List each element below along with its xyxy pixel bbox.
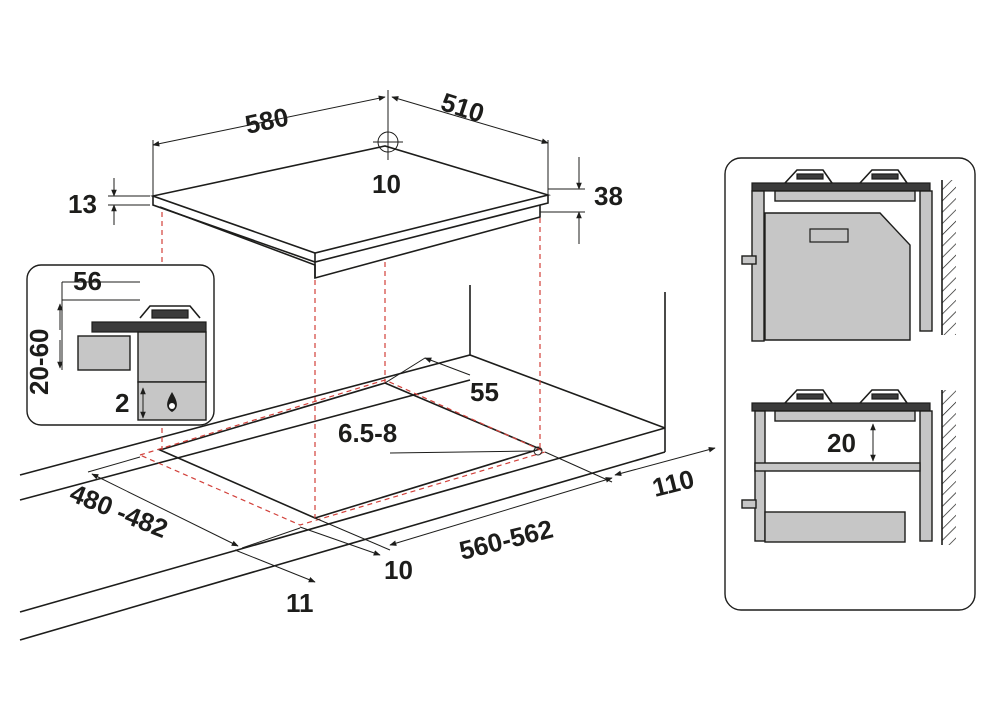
dim-cutout-offset: 55 — [470, 377, 499, 407]
dim-hole: 10 — [372, 169, 401, 199]
gas-drop-icon — [167, 392, 177, 412]
dim-depth-top: 510 — [437, 87, 488, 129]
oven-install-panel — [724, 157, 976, 611]
inset-panel-section — [26, 264, 215, 426]
hob — [150, 145, 552, 280]
projection-lines — [161, 212, 541, 518]
dim-rear-distance: 110 — [649, 464, 697, 503]
dim-inset-gap: 2 — [115, 388, 129, 418]
cutout — [138, 379, 547, 526]
dim-side-distance: 11 — [286, 588, 314, 618]
dim-width-top: 580 — [242, 102, 291, 140]
dim-front-distance: 10 — [384, 555, 413, 585]
dim-inset-height: 20-60 — [24, 329, 54, 396]
dim-cutout-width: 560-562 — [456, 514, 556, 566]
dim-height: 38 — [594, 181, 623, 211]
dim-corner-radius: 6.5-8 — [338, 418, 397, 448]
dim-thickness: 13 — [68, 189, 97, 219]
dim-inset-width: 56 — [73, 266, 102, 296]
dim-oven-gap: 20 — [827, 428, 856, 458]
